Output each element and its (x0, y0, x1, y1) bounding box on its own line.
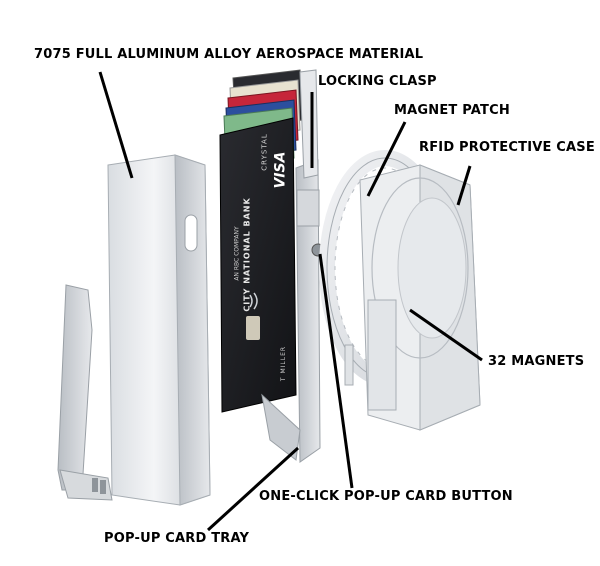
label-magnet-patch: MAGNET PATCH (394, 103, 510, 118)
screw-icon (92, 478, 98, 492)
contactless-icon (249, 292, 258, 310)
card-stack (219, 69, 303, 413)
clip-stand (57, 284, 113, 501)
leader-lines (98, 71, 483, 532)
screw-icon (100, 480, 106, 494)
card-tray (261, 69, 325, 463)
thumb-slot-icon (184, 214, 198, 252)
card-bank-subtitle: AN RBC COMPANY (233, 226, 241, 281)
label-material: 7075 FULL ALUMINUM ALLOY AEROSPACE MATER… (34, 47, 424, 62)
label-rfid-case: RFID PROTECTIVE CASE (419, 140, 595, 155)
card-tier: CRYSTAL (260, 133, 269, 171)
label-magnets: 32 MAGNETS (488, 354, 585, 369)
label-card-tray: POP-UP CARD TRAY (104, 531, 250, 546)
locking-clasp (299, 69, 319, 179)
aluminum-body (107, 154, 211, 506)
label-locking-clasp: LOCKING CLASP (318, 74, 437, 89)
chip-icon (246, 316, 260, 340)
credit-card (219, 117, 297, 413)
rfid-case (359, 164, 481, 431)
card-network: VISA (272, 151, 289, 189)
label-pop-up-button: ONE-CLICK POP-UP CARD BUTTON (259, 489, 513, 504)
card-holder: T MILLER (280, 345, 288, 382)
card-bank-name: CITY NATIONAL BANK (242, 197, 252, 312)
